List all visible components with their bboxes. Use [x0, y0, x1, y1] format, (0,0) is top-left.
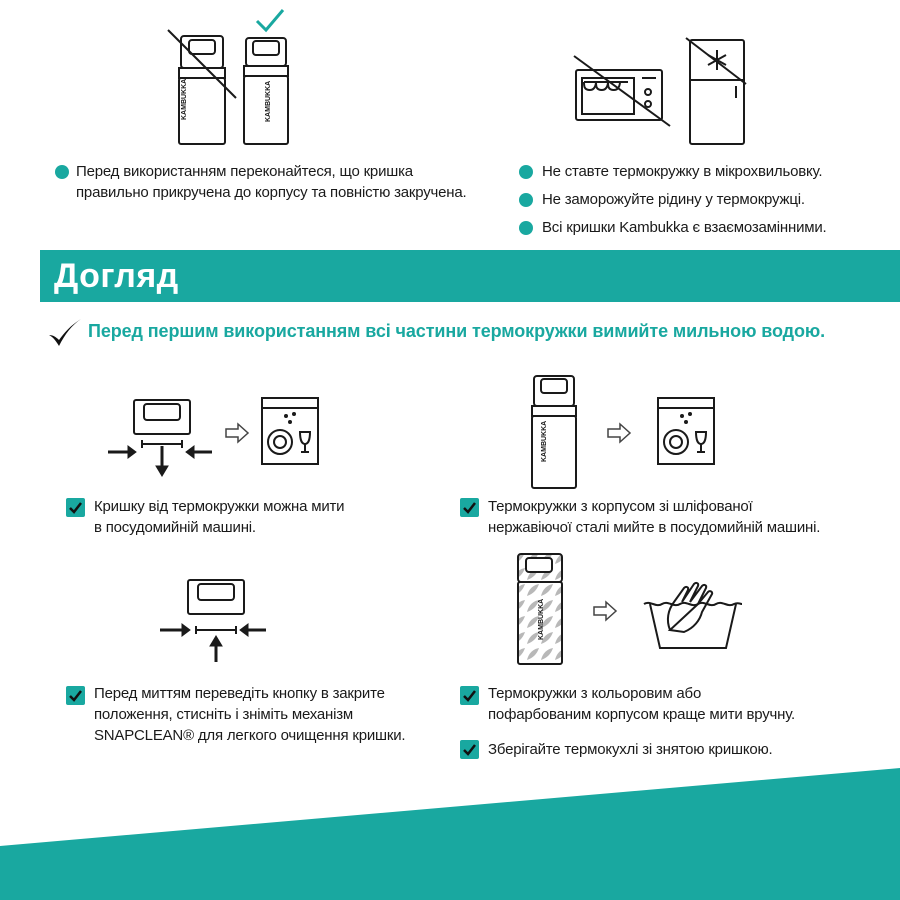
arrow-right-outline-icon [607, 422, 632, 444]
check-box-icon [66, 498, 85, 517]
check-box-icon [460, 686, 479, 705]
arrow-right-outline-icon [225, 422, 250, 444]
first-use-tip: Перед першим використанням всі частини т… [88, 321, 826, 341]
bottle-label: KAMBUKKA [181, 79, 188, 120]
no-freeze-note: Не заморожуйте рідину у термокружці. [542, 191, 805, 208]
lid-fit-note: Перед використанням переконайтеся, що кр… [76, 163, 467, 201]
check-box-icon [460, 740, 479, 759]
steel-dishwasher-note: Термокружки з корпусом зі шліфованої нер… [488, 498, 821, 536]
section-title: Догляд [54, 257, 179, 295]
arrow-right-outline-icon [593, 600, 618, 622]
correct-bottle-icon: KAMBUKKA [243, 37, 289, 145]
bottle-label: KAMBUKKA [265, 81, 272, 122]
lid-dishwasher-note: Кришку від термокружки можна мити в посу… [94, 498, 345, 536]
checkmark-icon [49, 319, 81, 346]
hand-wash-icon [643, 581, 743, 649]
bullet-dot [519, 165, 533, 179]
no-microwave-note: Не ставте термокружку в мікрохвильовку. [542, 163, 823, 180]
crossed-bottle-icon: KAMBUKKA [167, 29, 237, 145]
no-microwave-icon [573, 55, 671, 127]
bullet-dot [519, 193, 533, 207]
storage-note: Зберігайте термокухлі зі знятою кришкою. [488, 741, 773, 758]
care-banner: Догляд [40, 250, 900, 302]
dishwasher-icon [261, 397, 319, 465]
bullet-dot [519, 221, 533, 235]
no-freezer-icon [685, 37, 747, 145]
bullet-dot [55, 165, 69, 179]
check-box-icon [460, 498, 479, 517]
lid-icon [160, 579, 266, 662]
check-box-icon [66, 686, 85, 705]
lid-icon [108, 399, 212, 477]
patterned-bottle-icon: KAMBUKKA [517, 553, 563, 665]
dishwasher-icon [657, 397, 715, 465]
bottle-label: KAMBUKKA [538, 599, 545, 640]
snapclean-note: Перед миттям переведіть кнопку в закрите… [94, 685, 406, 744]
checkmark-icon [255, 9, 285, 33]
interchangeable-lids-note: Всі кришки Kambukka є взаємозамінними. [542, 219, 827, 236]
bottle-label: KAMBUKKA [541, 421, 548, 462]
bottle-icon: KAMBUKKA [531, 375, 577, 489]
colored-handwash-note: Термокружки з кольоровим або пофарбовани… [488, 685, 796, 723]
